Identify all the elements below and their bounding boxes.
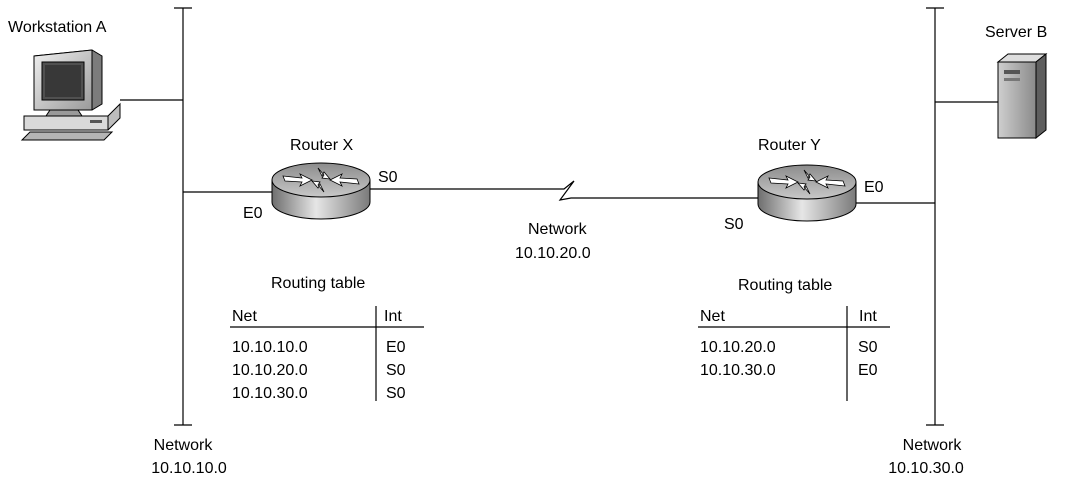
router-x-icon: [271, 162, 371, 220]
router-y-s0-label: S0: [724, 216, 744, 233]
table-cell-net: 10.10.20.0: [700, 339, 776, 356]
server-icon: [996, 52, 1048, 140]
table-cell-net: 10.10.30.0: [700, 362, 776, 379]
table-cell-net: 10.10.20.0: [232, 362, 308, 379]
network-middle-label: Network: [528, 221, 588, 238]
router-y-e0-label: E0: [864, 179, 884, 196]
workstation-label: Workstation A: [8, 19, 107, 36]
network-label-left: Network 10.10.10.0: [151, 437, 227, 477]
routing-table-x: Routing table Net Int 10.10.10.0 E0 10.1…: [230, 275, 424, 402]
network-segment-right: [926, 7, 944, 426]
network-label-right: Network 10.10.30.0: [888, 437, 964, 477]
router-x-s0-label: S0: [378, 169, 398, 186]
routing-table-x-header-int: Int: [384, 308, 402, 325]
table-cell-int: S0: [386, 362, 406, 379]
table-row: 10.10.20.0 S0: [700, 339, 878, 356]
router-y-label: Router Y: [758, 137, 821, 154]
network-segment-left: [174, 7, 192, 426]
routing-table-y-title: Routing table: [738, 277, 832, 294]
server-label: Server B: [985, 24, 1047, 41]
router-x-e0-label: E0: [243, 205, 263, 222]
routing-table-x-title: Routing table: [271, 275, 365, 292]
network-right-address: 10.10.30.0: [888, 460, 964, 477]
table-cell-net: 10.10.10.0: [232, 339, 308, 356]
table-cell-int: S0: [858, 339, 878, 356]
network-middle-address: 10.10.20.0: [515, 245, 591, 262]
table-row: 10.10.30.0 E0: [700, 362, 878, 379]
router-y-icon: [757, 164, 857, 222]
network-left-address: 10.10.10.0: [151, 460, 227, 477]
table-cell-int: E0: [858, 362, 878, 379]
table-cell-int: E0: [386, 339, 406, 356]
network-right-label: Network: [903, 437, 963, 454]
table-row: 10.10.30.0 S0: [232, 385, 406, 402]
router-x-label: Router X: [290, 137, 353, 154]
routing-table-y-header-int: Int: [859, 308, 877, 325]
table-cell-int: S0: [386, 385, 406, 402]
table-cell-net: 10.10.30.0: [232, 385, 308, 402]
serial-link: [370, 180, 758, 201]
routing-table-x-header-net: Net: [232, 308, 257, 325]
table-row: 10.10.10.0 E0: [232, 339, 406, 356]
routing-table-y-header-net: Net: [700, 308, 725, 325]
network-left-label: Network: [154, 437, 214, 454]
workstation-icon: [20, 49, 121, 141]
table-row: 10.10.20.0 S0: [232, 362, 406, 379]
routing-table-y: Routing table Net Int 10.10.20.0 S0 10.1…: [698, 277, 890, 401]
